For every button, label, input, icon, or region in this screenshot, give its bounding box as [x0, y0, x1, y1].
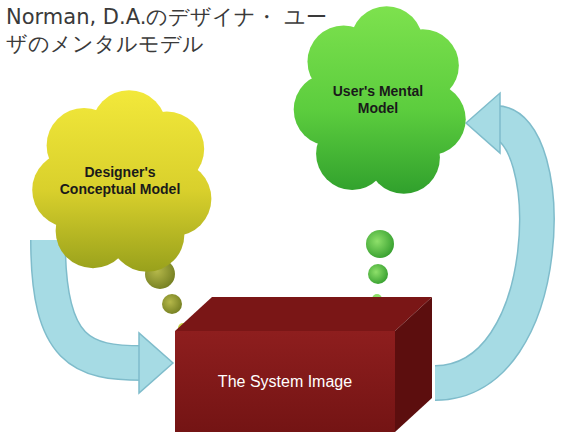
model-cloud: Designer's Conceptual Model [30, 92, 210, 270]
thought-dot [368, 264, 388, 284]
box-label: The System Image [200, 372, 370, 392]
diagram-title: Norman, D.A.のデザイナ・ ユーザのメンタルモデル [6, 4, 346, 58]
cloud-label: User's Mental Model [317, 83, 439, 118]
model-cloud: User's Mental Model [292, 4, 464, 196]
system-box: The System Image [175, 331, 395, 432]
cloud-label: Designer's Conceptual Model [55, 164, 185, 199]
thought-dot [366, 230, 394, 258]
box-side-face [395, 297, 432, 432]
thought-dot [162, 294, 182, 314]
box-top-face [175, 297, 432, 331]
